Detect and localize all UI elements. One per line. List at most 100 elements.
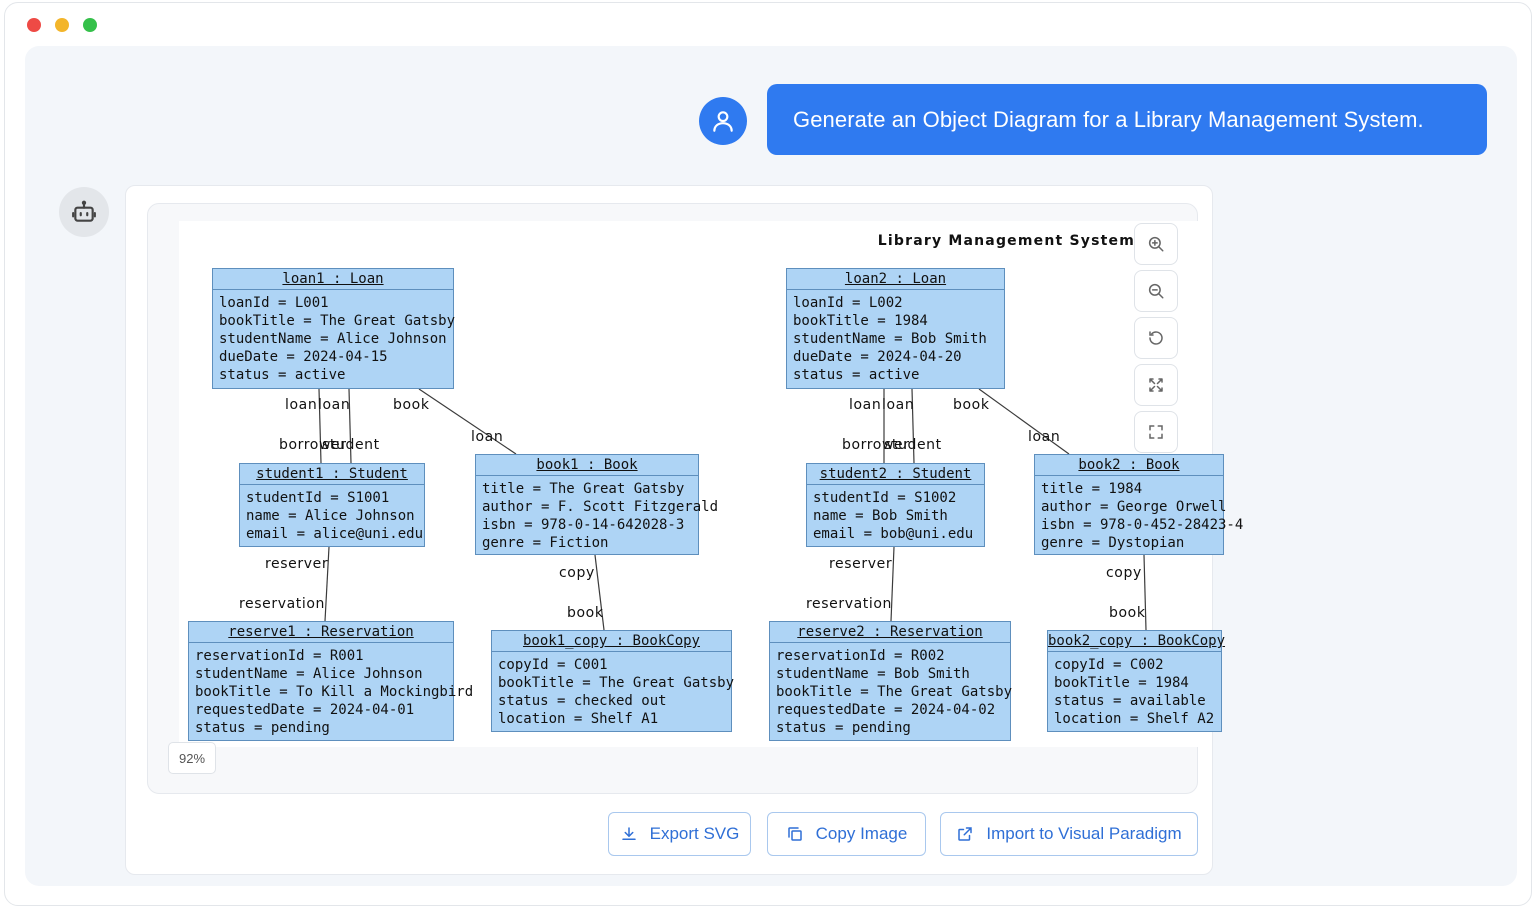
object-attribute: location = Shelf A2: [1054, 711, 1215, 727]
object-attribute: studentId = S1001: [246, 490, 390, 506]
object-attribute: isbn = 978-0-452-28423-4: [1041, 517, 1244, 533]
object-attribute: studentName = Alice Johnson: [195, 666, 423, 682]
diagram-canvas[interactable]: Library Management System loan1 : Loan l…: [179, 221, 1243, 747]
object-attribute: copyId = C002: [1054, 657, 1164, 673]
object-attribute: reservationId = R002: [776, 648, 945, 664]
minimize-window-button[interactable]: [55, 18, 69, 32]
object-attribute: email = bob@uni.edu: [813, 526, 974, 542]
role-label: book: [567, 605, 604, 621]
object-attribute: requestedDate = 2024-04-02: [776, 702, 996, 718]
object-header: student2 : Student: [807, 464, 984, 485]
object-attribute: bookTitle = The Great Gatsby: [219, 313, 456, 329]
object-book2-copy[interactable]: book2_copy : BookCopy copyId = C002 book…: [1047, 630, 1225, 732]
role-label: borrower: [842, 437, 910, 453]
object-attribute: loanId = L001: [219, 295, 329, 311]
chat-area: Generate an Object Diagram for a Library…: [25, 46, 1517, 886]
object-attribute: status = pending: [195, 720, 330, 736]
object-header: student1 : Student: [240, 464, 424, 485]
diagram-viewer[interactable]: Library Management System loan1 : Loan l…: [147, 203, 1243, 794]
robot-icon: [72, 200, 96, 222]
reset-icon: [1149, 331, 1163, 345]
object-attribute: studentName = Alice Johnson: [219, 331, 447, 347]
role-label: book: [1109, 605, 1146, 621]
bot-avatar: [59, 187, 109, 237]
copy-image-label: Copy Image: [815, 824, 908, 843]
diagram-connectors: [318, 388, 1147, 631]
fullscreen-icon: [1149, 425, 1163, 439]
role-label: book: [393, 397, 430, 413]
object-attribute: isbn = 978-0-14-642028-3: [482, 517, 685, 533]
object-attribute: name = Alice Johnson: [246, 508, 415, 524]
object-attribute: dueDate = 2024-04-20: [793, 349, 962, 365]
zoom-level-indicator: 92%: [168, 742, 216, 774]
object-attribute: bookTitle = The Great Gatsby: [498, 675, 735, 691]
role-label: reserver: [265, 556, 329, 572]
import-visual-paradigm-button[interactable]: Import to Visual Paradigm: [940, 812, 1198, 856]
object-attribute: bookTitle = 1984: [1054, 675, 1189, 691]
object-attribute: author = F. Scott Fitzgerald: [482, 499, 719, 515]
object-header: reserve2 : Reservation: [770, 622, 1010, 643]
role-label: student: [322, 437, 380, 453]
object-attribute: status = pending: [776, 720, 911, 736]
zoom-in-icon: [1148, 236, 1164, 252]
export-svg-label: Export SVG: [649, 824, 740, 843]
role-label: loan: [285, 397, 318, 413]
object-attribute: bookTitle = To Kill a Mockingbird: [195, 684, 474, 700]
object-attribute: bookTitle = 1984: [793, 313, 928, 329]
object-loan2[interactable]: loan2 : Loan loanId = L002 bookTitle = 1…: [786, 268, 1005, 389]
object-attribute: genre = Fiction: [482, 535, 609, 551]
fullscreen-button[interactable]: [1134, 411, 1178, 453]
object-attribute: dueDate = 2024-04-15: [219, 349, 388, 365]
object-header: loan2 : Loan: [787, 269, 1004, 290]
object-attribute: email = alice@uni.edu: [246, 526, 424, 542]
object-loan1[interactable]: loan1 : Loan loanId = L001 bookTitle = T…: [212, 268, 456, 389]
zoom-toolbar: [1134, 223, 1178, 453]
role-label: loan: [849, 397, 882, 413]
object-book2[interactable]: book2 : Book title = 1984 author = Georg…: [1034, 454, 1244, 555]
object-student1[interactable]: student1 : Student studentId = S1001 nam…: [239, 463, 425, 547]
close-window-button[interactable]: [27, 18, 41, 32]
fit-screen-button[interactable]: [1134, 364, 1178, 406]
object-header: book2_copy : BookCopy: [1048, 631, 1225, 652]
zoom-in-button[interactable]: [1134, 223, 1178, 265]
object-attribute: studentId = S1002: [813, 490, 957, 506]
object-reserve1[interactable]: reserve1 : Reservation reservationId = R…: [188, 621, 474, 741]
external-link-icon: [958, 827, 973, 841]
export-svg-button[interactable]: Export SVG: [608, 812, 751, 856]
copy-icon: [787, 827, 802, 841]
object-reserve2[interactable]: reserve2 : Reservation reservationId = R…: [769, 621, 1013, 741]
role-label: reservation: [806, 596, 893, 612]
role-label: reservation: [239, 596, 326, 612]
object-attribute: loanId = L002: [793, 295, 903, 311]
object-header: book2 : Book: [1035, 455, 1223, 476]
reset-view-button[interactable]: [1134, 317, 1178, 359]
object-attribute: status = active: [219, 367, 346, 383]
maximize-window-button[interactable]: [83, 18, 97, 32]
download-icon: [621, 827, 636, 840]
object-header: book1_copy : BookCopy: [492, 631, 731, 652]
object-header: loan1 : Loan: [213, 269, 453, 290]
role-label: student: [884, 437, 942, 453]
object-attribute: author = George Orwell: [1041, 499, 1227, 515]
assistant-response-card: Library Management System loan1 : Loan l…: [125, 185, 1243, 875]
object-attribute: name = Bob Smith: [813, 508, 948, 524]
copy-image-button[interactable]: Copy Image: [767, 812, 926, 856]
user-icon: [713, 111, 733, 132]
role-label: reserver: [829, 556, 893, 572]
object-attribute: title = 1984: [1041, 481, 1143, 497]
object-book1-copy[interactable]: book1_copy : BookCopy copyId = C001 book…: [491, 630, 735, 732]
object-attribute: status = checked out: [498, 693, 667, 709]
object-attribute: genre = Dystopian: [1041, 535, 1185, 551]
role-label: loan: [1028, 429, 1061, 445]
object-student2[interactable]: student2 : Student studentId = S1002 nam…: [806, 463, 985, 547]
object-attribute: bookTitle = The Great Gatsby: [776, 684, 1013, 700]
role-label: loan: [882, 397, 915, 413]
app-window: Generate an Object Diagram for a Library…: [4, 2, 1532, 906]
object-header: book1 : Book: [476, 455, 698, 476]
role-label: loan: [318, 397, 351, 413]
object-book1[interactable]: book1 : Book title = The Great Gatsby au…: [475, 454, 719, 555]
object-attribute: title = The Great Gatsby: [482, 481, 685, 497]
zoom-out-button[interactable]: [1134, 270, 1178, 312]
object-attribute: studentName = Bob Smith: [793, 331, 987, 347]
object-attribute: studentName = Bob Smith: [776, 666, 970, 682]
